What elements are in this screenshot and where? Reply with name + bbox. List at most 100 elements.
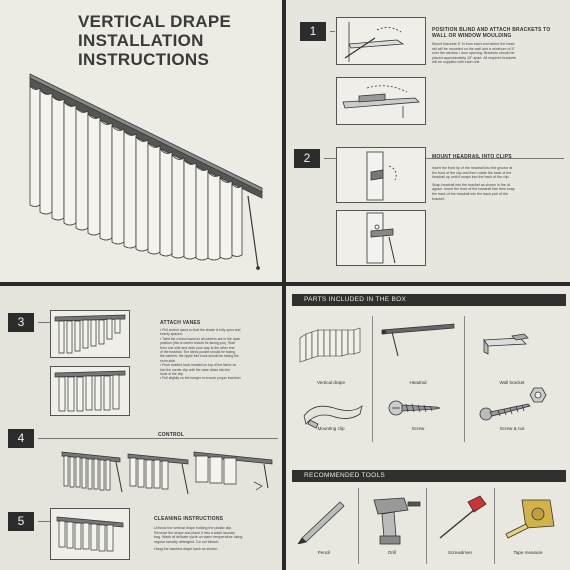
- parts-divider: [464, 316, 465, 442]
- step-3-figure-b: [50, 366, 130, 416]
- step-2-body-line: the front of the clip and then rotate th…: [432, 170, 512, 175]
- step-3-body: • Pull control wand so that the shade is…: [160, 328, 278, 381]
- title-line-1: VERTICAL DRAPE: [78, 12, 232, 31]
- step-2-body-line: Insert the front lip of the headrail int…: [432, 166, 513, 170]
- step-4-number: 4: [8, 429, 34, 448]
- step-5-body: Unhook the vertical drape holding the pl…: [154, 526, 278, 552]
- tool-label-pencil: Pencil: [317, 550, 331, 555]
- step-3-number: 3: [8, 313, 34, 332]
- step-1-body-line: placed approximately 15" apart. All requ…: [432, 55, 516, 60]
- headrail-part-icon: [381, 323, 455, 357]
- title-line-2: INSTALLATION: [78, 31, 204, 50]
- tools-heading: RECOMMENDED TOOLS: [292, 470, 566, 482]
- cover-panel: VERTICAL DRAPE INSTALLATION INSTRUCTIONS: [0, 0, 282, 282]
- step-3-body-line: • Twist the control wand so all carriers…: [160, 336, 241, 341]
- part-label-wall-bracket: Wall bracket: [499, 380, 525, 385]
- parts-heading: PARTS INCLUDED IN THE BOX: [292, 294, 566, 306]
- step-5-rule: [38, 521, 50, 522]
- tools-divider: [426, 488, 427, 564]
- step-3-body-line: • Pull control wand so that the shade is…: [160, 328, 241, 332]
- tool-label-tape-measure: Tape measure: [513, 550, 543, 555]
- tool-label-screwdriver: Screwdriver: [447, 550, 473, 555]
- step-2-figure-a: [336, 147, 426, 203]
- vane-attach-drawing-b: [54, 370, 126, 412]
- vertical-drape-part-icon: [299, 327, 361, 363]
- step-1-body: Mount brackets 5" in from each end where…: [432, 42, 564, 65]
- step-3-body-line: • Pull slightly on the hanger to ensure …: [160, 376, 241, 381]
- steps-3-5-panel: 3 ATTACH VANES • Pull control wand so th…: [0, 286, 282, 570]
- parts-divider: [372, 316, 373, 442]
- part-label-screw-and-nut: Screw & nut: [499, 426, 525, 431]
- mounting-clip-part-icon: [303, 404, 363, 429]
- headrail-snap-drawing: [366, 212, 396, 264]
- step-1-body-line: Mount brackets 5" in from each end where…: [432, 42, 515, 46]
- step-2-body-line: agram. Insert the front of the headrail …: [432, 187, 515, 192]
- tool-label-drill: Drill: [388, 550, 396, 555]
- step-3-body-line: room side.: [160, 358, 176, 363]
- screwdriver-icon: [439, 495, 487, 539]
- screw-and-nut-part-icon: [479, 387, 547, 421]
- step-1-body-line: will be supplied with each unit.: [432, 60, 481, 65]
- step-4-rule: [38, 438, 278, 439]
- step-3-body-line: the carriers, the ripple fold hook shoul…: [160, 354, 239, 359]
- tools-divider: [358, 488, 359, 564]
- vertical-drape-illustration: [29, 73, 263, 270]
- step-5-number: 5: [8, 512, 34, 531]
- step-3-body-line: hook of the clip.: [160, 372, 184, 377]
- step-2-figure-b: [336, 210, 426, 266]
- part-label-vertical-drape: Vertical drape: [316, 380, 346, 385]
- tape-measure-icon: [505, 499, 555, 539]
- step-3-body-line: into the carrier clip until the vane cli…: [160, 367, 231, 372]
- step-1-body-line: over the window / door opening. Brackets…: [432, 51, 515, 56]
- step-5-body-line: bag. Wash at delicate cycle on warm temp…: [154, 535, 243, 540]
- step-3-body-line: from one side and work your way to the o…: [160, 345, 235, 350]
- step-1-heading-line-2: WALL OR WINDOW MOULDING: [432, 33, 512, 39]
- step-1-body-line: rail will be mounted on the wall and a m…: [432, 46, 515, 51]
- vane-attach-drawing-a: [54, 314, 126, 354]
- step-5-heading: CLEANING INSTRUCTIONS: [154, 516, 224, 522]
- bracket-mount-drawing: [344, 22, 405, 62]
- step-5-body-line: Remove the drape and place it into a was…: [154, 530, 235, 535]
- step-5-body-line: Unhook the vertical drape holding the pl…: [154, 526, 233, 530]
- part-label-mounting-clip: Mounting clip: [317, 426, 345, 431]
- step-2-heading: MOUNT HEADRAIL INTO CLIPS: [432, 154, 512, 160]
- step-3-heading: ATTACH VANES: [160, 320, 201, 326]
- part-label-headrail: Headrail: [409, 380, 427, 385]
- step-4-heading: CONTROL: [158, 432, 185, 438]
- steps-1-2-panel: 1 POSITION BLIND AND ATTACH BRACKETS TO …: [286, 0, 570, 282]
- step-1-rule: [330, 31, 335, 32]
- step-3-rule: [38, 322, 50, 323]
- step-2-body-line: Snap headrail into the bracket as shown …: [432, 182, 511, 187]
- step-1-heading-line-1: POSITION BLIND AND ATTACH BRACKETS TO: [432, 27, 551, 33]
- step-2-body-line: the back of the headrail into the back p…: [432, 191, 508, 196]
- title-line-3: INSTRUCTIONS: [78, 50, 210, 69]
- document-title: VERTICAL DRAPE INSTALLATION INSTRUCTIONS: [78, 12, 231, 69]
- step-2-body-line: bracket.: [432, 196, 445, 201]
- bracket-detail-drawing: [342, 85, 420, 118]
- step-1-figure-b: [336, 77, 426, 125]
- wall-bracket-part-icon: [483, 333, 529, 355]
- step-1-figure-a: [336, 17, 426, 65]
- pencil-icon: [297, 501, 345, 544]
- step-2-number: 2: [294, 149, 320, 168]
- control-wand-drawing: [61, 451, 273, 495]
- step-2-body-line: headrail up until it snaps into the back…: [432, 175, 510, 180]
- step-1-heading: POSITION BLIND AND ATTACH BRACKETS TO WA…: [432, 27, 550, 39]
- step-3-body-line: • Push molded hook headed on top of the …: [160, 363, 237, 368]
- clip-insert-drawing: [366, 151, 397, 201]
- step-5-figure: [50, 508, 130, 560]
- drill-icon: [373, 497, 421, 545]
- step-3-figure-a: [50, 310, 130, 358]
- step-5-body-line: regular laundry detergent. Do not bleach…: [154, 539, 220, 544]
- screw-part-icon: [388, 400, 441, 416]
- step-2-rule-right: [426, 158, 564, 159]
- step-3-body-line: position (this is carrier should be faci…: [160, 341, 236, 346]
- step-3-body-line: evenly spaced.: [160, 332, 183, 337]
- parts-tools-panel: PARTS INCLUDED IN THE BOX Vertical drape…: [286, 286, 570, 570]
- part-label-screw: Screw: [411, 426, 425, 431]
- step-3-body-line: of the headrail. The fabric pocket shoul…: [160, 350, 235, 355]
- step-2-body: Insert the front lip of the headrail int…: [432, 166, 564, 201]
- tools-divider: [494, 488, 495, 564]
- step-5-body-line: Hang the washed drape back as shown.: [154, 547, 218, 552]
- cleaning-drawing: [56, 516, 124, 552]
